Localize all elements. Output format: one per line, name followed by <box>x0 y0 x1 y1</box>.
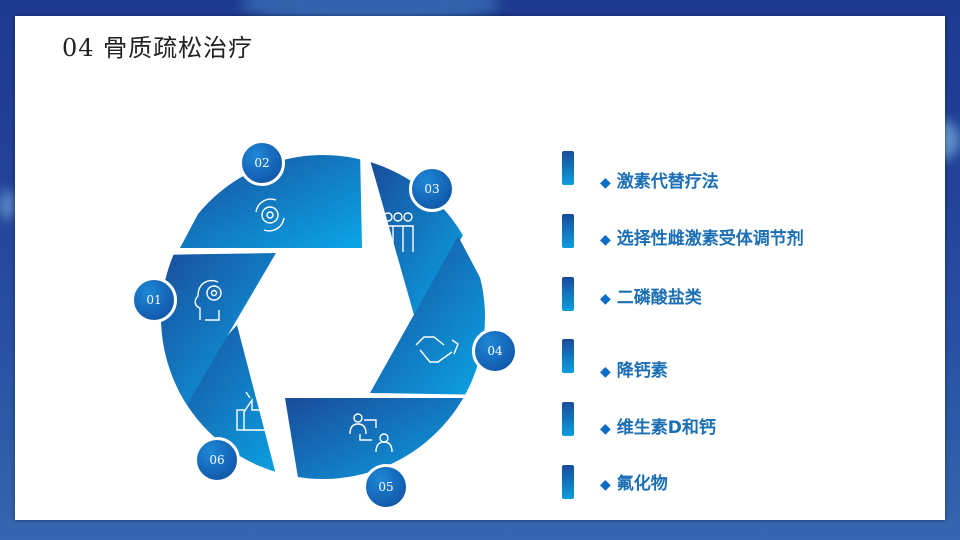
list-item-label: 降钙素 <box>616 361 668 381</box>
accent-bar <box>562 339 574 373</box>
diamond-bullet-icon: ◆ <box>600 477 611 493</box>
accent-bar <box>562 214 574 248</box>
segment-01 <box>161 253 276 408</box>
segment-06 <box>161 325 280 479</box>
step-badge-02: 02 <box>239 140 285 186</box>
page-title: 04 骨质疏松治疗 <box>62 34 254 62</box>
background-glow <box>0 190 14 220</box>
list-item-label: 选择性雌激素受体调节剂 <box>616 229 804 249</box>
head-gear-icon <box>194 279 222 321</box>
gear-cycle-icon <box>255 198 285 232</box>
step-badge-03: 03 <box>409 166 455 212</box>
list-item-label: 维生素D和钙 <box>616 418 716 438</box>
diamond-bullet-icon: ◆ <box>600 175 611 191</box>
diamond-bullet-icon: ◆ <box>600 421 611 437</box>
step-badge-06: 06 <box>194 437 240 483</box>
segment-04 <box>370 236 485 395</box>
step-badge-05: 05 <box>363 464 409 510</box>
step-badge-01: 01 <box>131 277 177 323</box>
list-item-label: 氟化物 <box>616 474 668 494</box>
accent-bar <box>562 277 574 311</box>
accent-bar <box>562 402 574 436</box>
people-exchange-icon <box>349 413 393 453</box>
list-item-label: 二磷酸盐类 <box>616 288 702 308</box>
accent-bar <box>562 465 574 499</box>
diamond-bullet-icon: ◆ <box>600 364 611 380</box>
thumbs-up-icon <box>236 390 267 431</box>
handshake-icon <box>415 336 459 363</box>
list-item-label: 激素代替疗法 <box>616 172 719 192</box>
team-icon <box>382 212 414 252</box>
accent-bar <box>562 151 574 185</box>
diamond-bullet-icon: ◆ <box>600 291 611 307</box>
diamond-bullet-icon: ◆ <box>600 232 611 248</box>
step-badge-04: 04 <box>472 328 518 374</box>
